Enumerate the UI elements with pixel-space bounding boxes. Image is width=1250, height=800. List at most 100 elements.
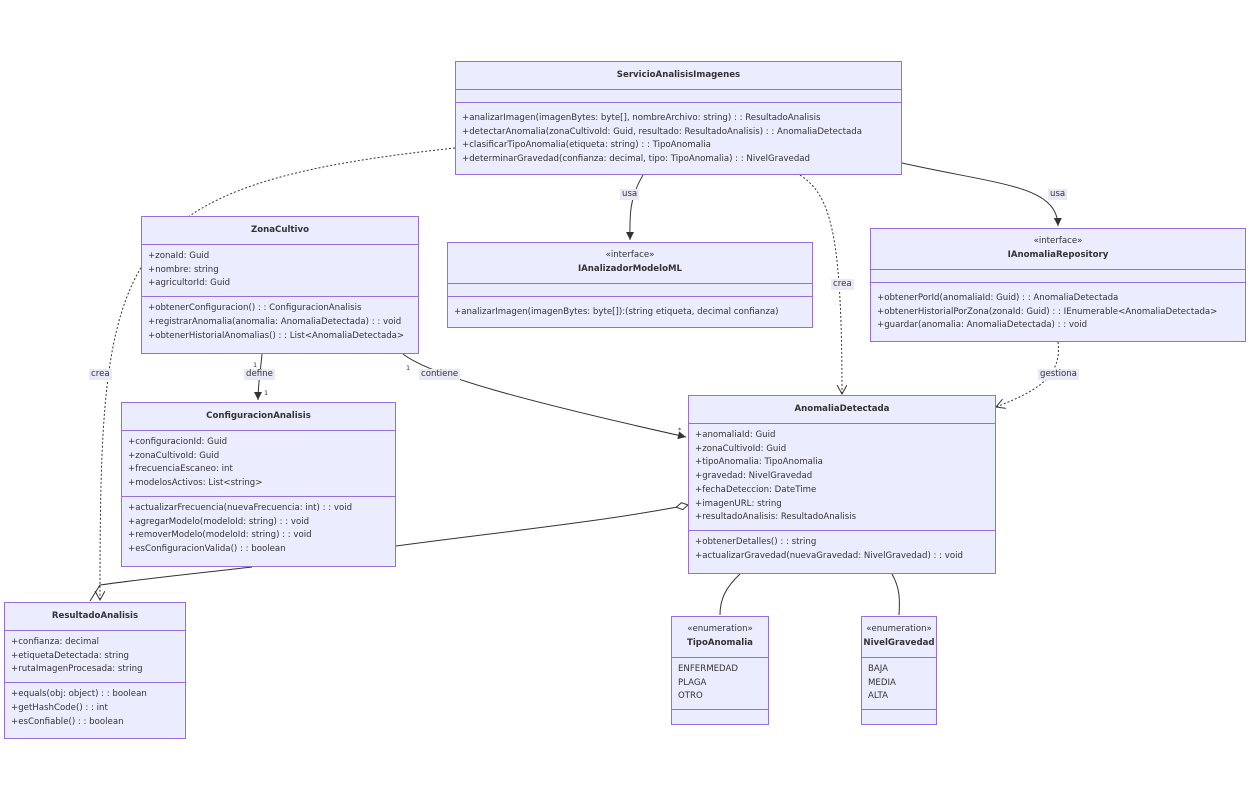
methods-section: +obtenerConfiguracion() : : Configuracio…: [142, 297, 418, 348]
edge-aggregation: [395, 505, 688, 547]
cardinality-define-to: 1: [264, 389, 269, 397]
methods-section: +equals(obj: object) : : boolean +getHas…: [5, 683, 185, 734]
stereotype: «interface»: [605, 250, 655, 261]
method: +analizarImagen(imagenBytes: byte[], nom…: [462, 113, 821, 123]
methods-section: +analizarImagen(imagenBytes: byte[], nom…: [456, 103, 901, 172]
edge-gestiona: [996, 341, 1059, 407]
method: +esConfiguracionValida() : : boolean: [128, 543, 286, 554]
edge-crea-anomalia: [799, 174, 842, 394]
attribute: +etiquetaDetectada: string: [11, 650, 130, 661]
method: +obtenerHistorialAnomalias() : : List<An…: [148, 330, 405, 341]
attribute: +frecuenciaEscaneo: int: [128, 464, 233, 475]
label-crea-anomalia: crea: [831, 279, 854, 290]
class-name: IAnalizadorModeloML: [577, 264, 683, 274]
class-configuracion-analisis[interactable]: ConfiguracionAnalisis +configuracionId: …: [121, 402, 396, 567]
interface-ianomalia-repository[interactable]: «interface» IAnomaliaRepository +obtener…: [870, 228, 1246, 342]
attribute: +zonaCultivoId: Guid: [128, 450, 220, 461]
attribute: +agricultorId: Guid: [148, 278, 231, 289]
cardinality-contiene-to: *: [678, 426, 682, 434]
edge-contiene: [402, 353, 687, 440]
attributes-section: [448, 284, 812, 297]
method: +esConfiable() : : boolean: [11, 716, 124, 727]
class-name: AnomaliaDetectada: [794, 403, 890, 414]
attributes-section: +zonaId: Guid +nombre: string +agriculto…: [142, 245, 418, 298]
edge-usa-analizador: [625, 174, 644, 241]
attribute: +zonaCultivoId: Guid: [695, 443, 787, 454]
class-name: TipoAnomalia: [687, 638, 753, 648]
method: +actualizarFrecuencia(nuevaFrecuencia: i…: [128, 502, 353, 513]
method: +determinarGravedad(confianza: decimal, …: [462, 154, 811, 165]
method: +guardar(anomalia: AnomaliaDetectada) : …: [877, 320, 1088, 331]
stereotype: «enumeration»: [866, 624, 932, 635]
stereotype: «interface»: [1033, 236, 1083, 247]
class-zona-cultivo[interactable]: ZonaCultivo +zonaId: Guid +nombre: strin…: [141, 216, 419, 354]
methods-section: +actualizarFrecuencia(nuevaFrecuencia: i…: [122, 497, 395, 562]
attribute: +rutaImagenProcesada: string: [11, 664, 143, 675]
cardinality-contiene-from: 1: [406, 364, 411, 372]
class-name: ZonaCultivo: [251, 224, 309, 235]
attributes-section: +confianza: decimal +etiquetaDetectada: …: [5, 631, 185, 684]
attribute: +nombre: string: [148, 264, 219, 275]
enum-value: OTRO: [678, 691, 703, 702]
enum-value: MEDIA: [868, 677, 896, 688]
values-section: ENFERMEDAD PLAGA OTRO: [672, 658, 768, 711]
label-gestiona: gestiona: [1038, 369, 1079, 380]
method: +obtenerConfiguracion() : : Configuracio…: [148, 303, 362, 314]
attribute: +fechaDeteccion: DateTime: [695, 484, 817, 495]
class-name: NivelGravedad: [863, 638, 935, 648]
edge-anomalia-tipo: [719, 573, 741, 616]
attribute: +anomaliaId: Guid: [695, 430, 776, 440]
class-name: IAnomaliaRepository: [1007, 250, 1109, 260]
method: +registrarAnomalia(anomalia: AnomaliaDet…: [148, 316, 402, 327]
attribute: +confianza: decimal: [11, 637, 100, 647]
method: +clasificarTipoAnomalia(etiqueta: string…: [462, 140, 711, 151]
method: +removerModelo(modeloId: string) : : voi…: [128, 530, 312, 541]
attribute: +configuracionId: Guid: [128, 437, 228, 447]
class-resultado-analisis[interactable]: ResultadoAnalisis +confianza: decimal +e…: [4, 602, 186, 739]
method: +obtenerPorId(anomaliaId: Guid) : : Anom…: [877, 293, 1119, 303]
enum-tipo-anomalia[interactable]: «enumeration» TipoAnomalia ENFERMEDAD PL…: [671, 616, 769, 725]
method: +getHashCode() : : int: [11, 702, 108, 713]
values-section: BAJA MEDIA ALTA: [862, 658, 936, 711]
enum-value: PLAGA: [678, 677, 707, 688]
label-usa-analizador: usa: [620, 189, 640, 200]
methods-section: +obtenerDetalles() : : string +actualiza…: [689, 531, 995, 568]
attributes-section: +configuracionId: Guid +zonaCultivoId: G…: [122, 431, 395, 497]
enum-value: BAJA: [868, 664, 889, 674]
class-anomalia-detectada[interactable]: AnomaliaDetectada +anomaliaId: Guid +zon…: [688, 395, 996, 574]
class-servicio-analisis-imagenes[interactable]: ServicioAnalisisImagenes +analizarImagen…: [455, 61, 902, 175]
attributes-section: +anomaliaId: Guid +zonaCultivoId: Guid +…: [689, 424, 995, 531]
label-contiene: contiene: [419, 369, 461, 380]
methods-section: [672, 710, 768, 723]
methods-section: +obtenerPorId(anomaliaId: Guid) : : Anom…: [871, 283, 1245, 338]
cardinality-define-from: 1: [253, 361, 258, 369]
label-define: define: [244, 369, 275, 380]
interface-ianalizador-modelo-ml[interactable]: «interface» IAnalizadorModeloML +analiza…: [447, 242, 813, 328]
method: +equals(obj: object) : : boolean: [11, 689, 147, 700]
methods-section: [862, 710, 936, 723]
class-name: ServicioAnalisisImagenes: [616, 69, 741, 80]
edge-anomalia-nivel: [891, 573, 900, 616]
stereotype: «enumeration»: [687, 624, 753, 635]
enum-value: ENFERMEDAD: [678, 664, 739, 674]
label-crea-resultado: crea: [89, 369, 112, 380]
method: +obtenerHistorialPorZona(zonaId: Guid) :…: [877, 306, 1218, 317]
attribute: +resultadoAnalisis: ResultadoAnalisis: [695, 512, 857, 523]
enum-value: ALTA: [868, 691, 888, 702]
enum-nivel-gravedad[interactable]: «enumeration» NivelGravedad BAJA MEDIA A…: [861, 616, 937, 725]
edge-config-resultado: [89, 566, 253, 602]
attributes-section: [456, 90, 901, 103]
attribute: +gravedad: NivelGravedad: [695, 471, 813, 482]
label-usa-repo: usa: [1048, 189, 1068, 200]
edge-crea-resultado: [100, 147, 456, 600]
class-name: ConfiguracionAnalisis: [206, 410, 311, 421]
attributes-section: [871, 270, 1245, 283]
method: +agregarModelo(modeloId: string) : : voi…: [128, 516, 310, 527]
methods-section: +analizarImagen(imagenBytes: byte[]):(st…: [448, 297, 812, 325]
method: +analizarImagen(imagenBytes: byte[]):(st…: [454, 307, 779, 317]
attribute: +modelosActivos: List<string>: [128, 478, 263, 489]
method: +obtenerDetalles() : : string: [695, 536, 817, 547]
attribute: +imagenURL: string: [695, 498, 782, 509]
edge-usa-repo: [901, 162, 1062, 227]
